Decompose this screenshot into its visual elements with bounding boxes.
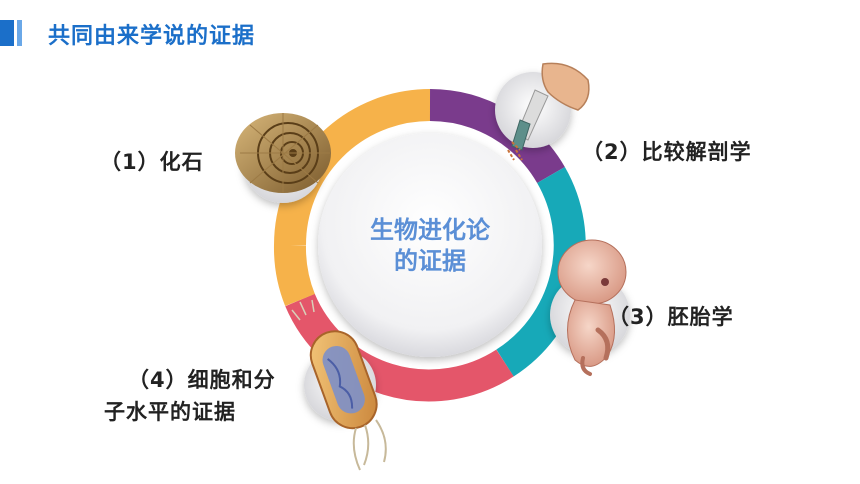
ring-segment-fossil [274,89,431,246]
bone-anatomy-icon [507,62,590,161]
label-molecular-line2: 子水平的证据 [104,400,236,424]
embryology-bubble [550,239,630,376]
title-accent-icon [0,20,22,46]
ring-segment-molecular [285,293,514,402]
label-fossil: （1）化石 [100,150,204,174]
center-title: 生物进化论 的证据 [340,215,520,277]
label-embryology: （3）胚胎学 [608,305,734,329]
center-title-line2: 的证据 [394,247,466,276]
molecular-bubble [291,299,387,471]
ammonite-fossil-icon [235,113,331,193]
page-title: 共同由来学说的证据 [48,24,256,49]
ring-segment-fossil-lower [274,244,316,306]
fossil-bubble [235,113,331,203]
center-circle [318,133,542,357]
bacterium-cell-icon [291,299,387,471]
center-title-line1: 生物进化论 [370,216,490,244]
label-molecular-line1: （4）细胞和分 [128,368,276,392]
anatomy-bubble [495,62,590,161]
label-comparative-anatomy: （2）比较解剖学 [582,140,752,164]
embryo-icon [557,239,627,376]
